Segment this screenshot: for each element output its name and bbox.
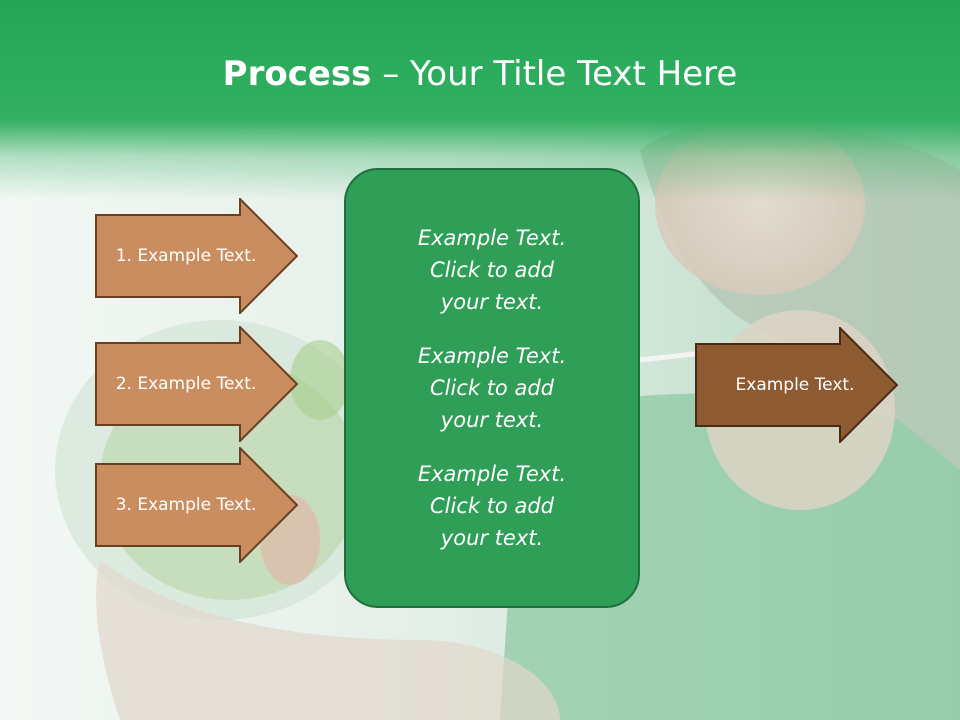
process-text-block: Example Text. Click to add your text. xyxy=(372,340,612,436)
right-arrow-icon xyxy=(95,198,298,314)
process-text-line: your text. xyxy=(440,408,544,432)
process-box[interactable]: Example Text. Click to add your text. Ex… xyxy=(344,168,640,608)
input-arrow-3[interactable]: 3. Example Text. xyxy=(95,447,298,563)
process-text-line: Click to add xyxy=(429,258,554,282)
process-text-line: Example Text. xyxy=(417,344,567,368)
input-arrow-2[interactable]: 2. Example Text. xyxy=(95,326,298,442)
input-arrow-label: 1. Example Text. xyxy=(115,246,257,266)
right-arrow-icon xyxy=(695,327,898,443)
header-band xyxy=(0,0,960,200)
process-text-block: Example Text. Click to add your text. xyxy=(372,222,612,318)
title-bold: Process xyxy=(222,54,372,94)
right-arrow-icon xyxy=(95,326,298,442)
slide-title[interactable]: Process – Your Title Text Here xyxy=(0,52,960,96)
output-arrow[interactable]: Example Text. xyxy=(695,327,898,443)
process-text-line: Click to add xyxy=(429,494,554,518)
input-arrow-1[interactable]: 1. Example Text. xyxy=(95,198,298,314)
process-text-line: Example Text. xyxy=(417,462,567,486)
process-text-line: Example Text. xyxy=(417,226,567,250)
process-text-line: Click to add xyxy=(429,376,554,400)
input-arrow-label: 3. Example Text. xyxy=(115,495,257,515)
process-text-block: Example Text. Click to add your text. xyxy=(372,458,612,554)
process-text-line: your text. xyxy=(440,526,544,550)
title-dash: – xyxy=(371,54,411,94)
output-arrow-label: Example Text. xyxy=(735,375,855,395)
right-arrow-icon xyxy=(95,447,298,563)
title-rest: Your Title Text Here xyxy=(410,54,738,94)
input-arrow-label: 2. Example Text. xyxy=(115,374,257,394)
process-text-line: your text. xyxy=(440,290,544,314)
